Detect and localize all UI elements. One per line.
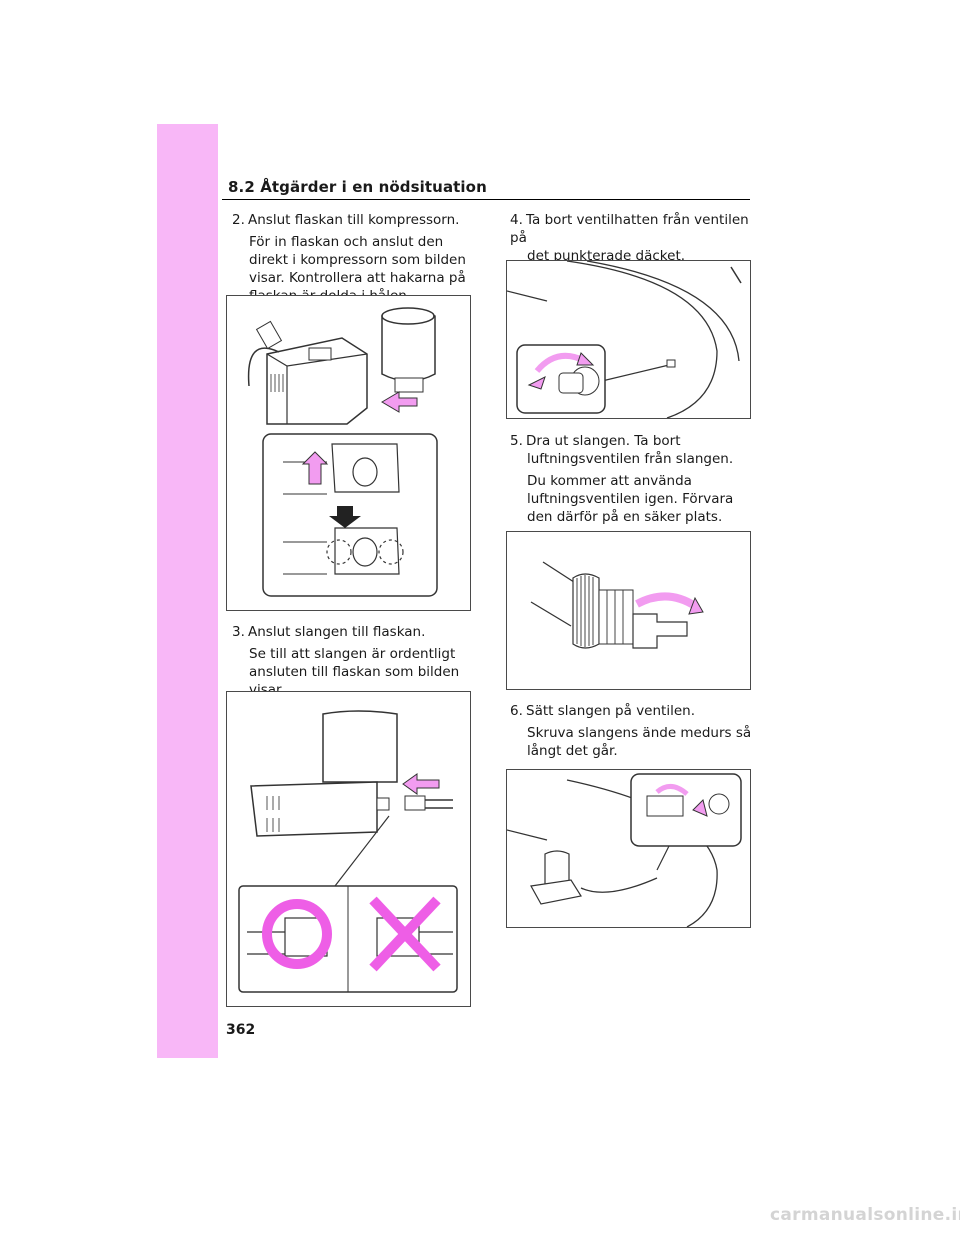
step-number: 5. xyxy=(510,433,523,449)
step-body: Du kommer att använda luftningsventilen … xyxy=(527,473,734,525)
step-title: Dra ut slangen. Ta bort xyxy=(526,433,681,449)
figure-valve-cap xyxy=(506,260,751,419)
step-number: 6. xyxy=(510,703,523,719)
figure-hose-bottle xyxy=(226,691,471,1007)
figure-hose-valve xyxy=(506,531,751,690)
step-4: 4.Ta bort ventilhatten från ventilen på … xyxy=(510,211,755,265)
step-body: Skruva slangens ände medurs så långt det… xyxy=(527,725,752,759)
section-title: 8.2 Åtgärder i en nödsituation xyxy=(228,178,487,196)
step-number: 2. xyxy=(232,212,245,228)
step-title: Sätt slangen på ventilen. xyxy=(526,703,695,719)
step-title: Anslut flaskan till kompressorn. xyxy=(248,212,460,228)
step-number: 3. xyxy=(232,624,245,640)
step-5: 5.Dra ut slangen. Ta bort luftningsventi… xyxy=(510,432,755,526)
watermark: carmanualsonline.info xyxy=(770,1205,960,1225)
page-number: 362 xyxy=(226,1022,256,1038)
figure-bottle-compressor xyxy=(226,295,471,611)
chapter-tab-sidebar xyxy=(157,124,218,1058)
section-divider xyxy=(222,199,750,200)
step-title-continued: luftningsventilen från slangen. xyxy=(527,451,734,467)
step-3: 3.Anslut slangen till flaskan. Se till a… xyxy=(232,623,472,699)
step-title: Anslut slangen till flaskan. xyxy=(248,624,426,640)
step-2: 2.Anslut flaskan till kompressorn. För i… xyxy=(232,211,472,305)
step-number: 4. xyxy=(510,212,523,228)
step-6: 6.Sätt slangen på ventilen. Skruva slang… xyxy=(510,702,755,760)
figure-hose-on-valve xyxy=(506,769,751,928)
step-title: Ta bort ventilhatten från ventilen på xyxy=(510,212,749,246)
